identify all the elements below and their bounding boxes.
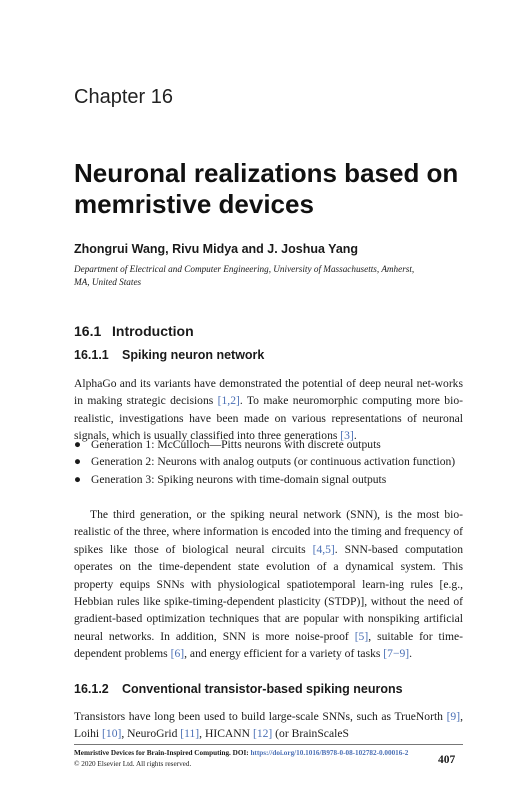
text: Transistors have long been used to build… xyxy=(74,710,447,723)
bullet-icon: ● xyxy=(74,455,82,469)
affiliation: Department of Electrical and Computer En… xyxy=(74,263,474,289)
chapter-label: Chapter 16 xyxy=(74,86,173,108)
footer: Memristive Devices for Brain-Inspired Co… xyxy=(74,748,434,770)
text: . xyxy=(353,429,357,443)
citation-link[interactable]: [10] xyxy=(102,727,122,741)
subsection-number: 16.1.1 xyxy=(74,348,109,362)
bullet-icon: ● xyxy=(74,438,82,451)
text: The third generation, or the spiking neu… xyxy=(74,508,463,556)
citation-link[interactable]: [11] xyxy=(180,727,200,741)
citation-link[interactable]: [1,2] xyxy=(217,394,240,408)
doi-link[interactable]: https://doi.org/10.1016/B978-0-08-102782… xyxy=(250,749,409,757)
subsection-title: Spiking neuron network xyxy=(122,348,265,362)
citation-link[interactable]: [5] xyxy=(354,629,369,643)
doi-label: DOI: xyxy=(230,749,251,757)
citation-link[interactable]: [7−9] xyxy=(383,647,410,661)
subsection-title: Conventional transistor-based spiking ne… xyxy=(122,682,403,696)
text: . SNN-based computation operates on the … xyxy=(74,542,463,643)
text: , suitable for time-dependent problems xyxy=(74,629,463,661)
affiliation-line-1: Department of Electrical and Computer En… xyxy=(74,264,415,274)
citation-link[interactable]: [6] xyxy=(170,647,185,661)
list-item-text: Generation 2: Neurons with analog output… xyxy=(91,455,456,469)
list-item-text: Generation 3: Spiking neurons with time-… xyxy=(91,472,387,486)
subsection-heading-2: 16.1.2 Conventional transistor-based spik… xyxy=(74,682,403,696)
subsection-heading-1: 16.1.1 Spiking neuron network xyxy=(74,348,264,362)
subsection-number: 16.1.2 xyxy=(74,682,109,696)
title-line-1: Neuronal realizations based on xyxy=(74,158,459,188)
text: , and energy efficient for a variety of … xyxy=(184,647,384,661)
affiliation-line-2: MA, United States xyxy=(74,277,142,287)
citation-link[interactable]: [12] xyxy=(252,727,273,741)
paragraph-3: Transistors have long been used to build… xyxy=(74,708,463,743)
text: . xyxy=(409,647,413,661)
list-item-text: Generation 1: McCulloch—Pitts neurons wi… xyxy=(91,438,381,451)
paragraph-2: The third generation, or the spiking neu… xyxy=(74,506,463,663)
list-item: ● Generation 3: Spiking neurons with time… xyxy=(74,471,463,488)
list-item: ● Generation 1: McCulloch—Pitts neurons w… xyxy=(74,436,463,453)
section-title: Introduction xyxy=(112,323,194,339)
paragraph-1: AlphaGo and its variants have demonstrat… xyxy=(74,375,463,445)
chapter-title: Neuronal realizations based on memristiv… xyxy=(74,158,494,220)
section-number: 16.1 xyxy=(74,323,102,339)
footer-divider xyxy=(74,744,463,745)
list-item: ● Generation 2: Neurons with analog outpu… xyxy=(74,453,463,470)
citation-link[interactable]: [4,5] xyxy=(312,542,335,556)
title-line-2: memristive devices xyxy=(74,189,314,219)
text: . To make neuromorphic computing more bi… xyxy=(74,394,463,443)
bullet-list: ● Generation 1: McCulloch—Pitts neurons w… xyxy=(74,436,463,488)
text: , Loihi xyxy=(74,710,463,741)
text: , HICANN xyxy=(199,727,253,741)
authors: Zhongrui Wang, Rivu Midya and J. Joshua … xyxy=(74,242,359,256)
copyright: © 2020 Elsevier Ltd. All rights reserved… xyxy=(74,760,192,768)
text: , NeuroGrid xyxy=(121,727,181,741)
citation-link[interactable]: [9] xyxy=(446,710,461,723)
bullet-icon: ● xyxy=(74,472,82,486)
book-title: Memristive Devices for Brain-Inspired Co… xyxy=(74,749,231,757)
text: (or BrainScaleS xyxy=(272,727,349,741)
page-number: 407 xyxy=(438,754,456,766)
citation-link[interactable]: [3] xyxy=(340,429,354,443)
section-heading: 16.1 Introduction xyxy=(74,323,194,339)
text: AlphaGo and its variants have demonstrat… xyxy=(74,377,463,408)
